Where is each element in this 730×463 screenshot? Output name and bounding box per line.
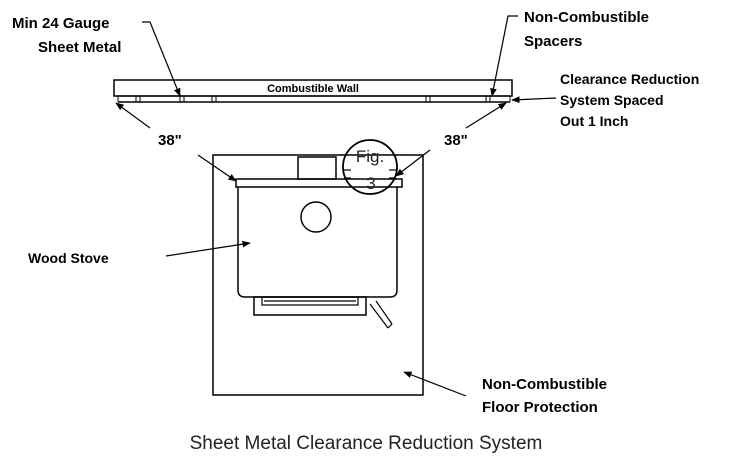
stove-body	[237, 187, 398, 298]
spacers-leader	[490, 15, 518, 97]
spacers-label-line2: Spacers	[524, 33, 582, 50]
dim-label-right: 38"	[444, 132, 468, 149]
stove-flue-box	[297, 156, 337, 180]
wood-stove-leader	[165, 240, 251, 257]
stove-handle	[369, 303, 389, 329]
dim-arrow-right-bottom	[395, 149, 431, 177]
wood-stove	[235, 156, 403, 329]
stove-flue-collar	[300, 201, 332, 233]
floor-leader	[403, 371, 467, 397]
floor-label-line2: Floor Protection	[482, 399, 598, 416]
stove-base-outer	[253, 296, 367, 316]
gauge-label-line2: Sheet Metal	[38, 39, 121, 56]
clearance-leader	[511, 96, 557, 104]
wood-stove-label: Wood Stove	[28, 250, 109, 266]
figure-caption: Sheet Metal Clearance Reduction System	[190, 433, 543, 454]
wall-label: Combustible Wall	[267, 83, 359, 95]
dim-label-left: 38"	[158, 132, 182, 149]
stove-top-plate	[235, 178, 403, 188]
dim-arrow-left-bottom	[197, 154, 237, 182]
spacers-label-line1: Non-Combustible	[524, 9, 649, 26]
sheet-metal-panel	[117, 95, 511, 103]
fig3-label-line2: 3	[366, 174, 375, 193]
fig3-label-line1: Fig.	[356, 147, 384, 166]
clearance-label-line3: Out 1 Inch	[560, 113, 628, 129]
dim-arrow-left-top	[115, 102, 151, 129]
non-combustible-spacers	[135, 95, 491, 103]
gauge-leader	[142, 21, 181, 97]
gauge-label-line1: Min 24 Gauge	[12, 15, 110, 32]
floor-protection	[212, 154, 424, 396]
clearance-label-line2: System Spaced	[560, 92, 664, 108]
stove-base-inner	[261, 296, 359, 306]
fig3-callout: Fig. 3	[342, 139, 398, 195]
clearance-label-line1: Clearance Reduction	[560, 71, 699, 87]
floor-label-line1: Non-Combustible	[482, 376, 607, 393]
dim-arrow-right-top	[465, 102, 507, 129]
